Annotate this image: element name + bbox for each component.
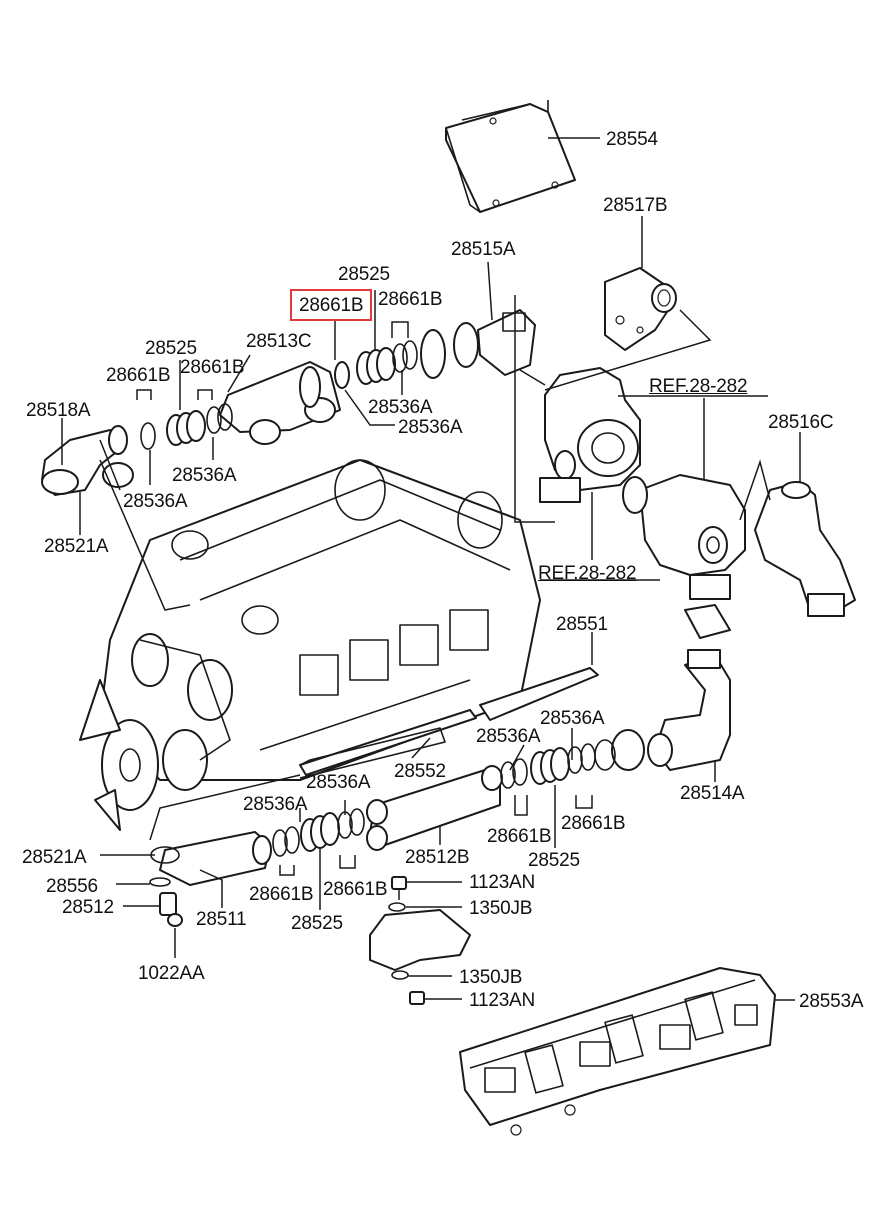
label-28536A-top-b: 28536A [398, 417, 463, 438]
label-28512: 28512 [62, 897, 114, 918]
label-1350JB-top: 1350JB [469, 898, 533, 919]
label-28661B-right-b: 28661B [561, 813, 626, 834]
label-ref-28-282-upper: REF.28-282 [649, 376, 748, 397]
turbocharger-lower [622, 474, 746, 639]
label-28536A-top-a: 28536A [368, 397, 433, 418]
label-28536A-mid-a: 28536A [306, 772, 371, 793]
label-28536A-right-b: 28536A [476, 726, 541, 747]
small-hardware [149, 876, 425, 1005]
label-28661B-highlight: 28661B [299, 295, 364, 316]
exhaust-pipe-28511 [150, 808, 365, 886]
elbow-28518A [41, 425, 134, 496]
label-28525-bottom: 28525 [291, 913, 343, 934]
label-28661B-right-a: 28661B [487, 826, 552, 847]
label-1022AA: 1022AA [138, 963, 205, 984]
flange-28515A [420, 309, 536, 379]
label-28525-top: 28525 [338, 264, 390, 285]
label-28536A-right-a: 28536A [540, 708, 605, 729]
label-28518A: 28518A [26, 400, 91, 421]
turbocharger-upper [539, 367, 641, 503]
label-28554: 28554 [606, 129, 658, 150]
label-28521A-bottom: 28521A [22, 847, 87, 868]
heat-shields-28551-28552 [299, 667, 599, 779]
label-28661B-bottom-b: 28661B [323, 879, 388, 900]
elbow-28516C [754, 481, 856, 617]
label-28515A: 28515A [451, 239, 516, 260]
gasket-rings-middle [500, 743, 596, 789]
label-28511: 28511 [196, 909, 247, 930]
label-28512B: 28512B [405, 847, 470, 868]
label-28661B-top-right: 28661B [378, 289, 443, 310]
gasket-rings-upper-left [140, 340, 418, 450]
label-28521A-top: 28521A [44, 536, 109, 557]
label-1123AN-top: 1123AN [469, 872, 536, 893]
bracket-center [369, 909, 471, 971]
label-28525-left: 28525 [145, 338, 197, 359]
label-28514A: 28514A [680, 783, 745, 804]
label-28525-right: 28525 [528, 850, 580, 871]
label-28536A-left-a: 28536A [172, 465, 237, 486]
label-1350JB-bottom: 1350JB [459, 967, 523, 988]
label-28661B-left-a: 28661B [106, 365, 171, 386]
label-28551: 28551 [556, 614, 608, 635]
label-28516C: 28516C [768, 412, 834, 433]
label-28556: 28556 [46, 876, 98, 897]
exhaust-pipe-28512B [366, 765, 503, 851]
label-28553A: 28553A [799, 991, 864, 1012]
heat-shield-28553A [459, 967, 776, 1136]
highlight-box [290, 289, 372, 321]
bracket-28517B [604, 267, 677, 351]
label-28661B-bottom-a: 28661B [249, 884, 314, 905]
label-1123AN-bottom: 1123AN [469, 990, 536, 1011]
engine-block [79, 459, 541, 831]
label-28536A-mid-b: 28536A [243, 794, 308, 815]
label-28661B-left-b: 28661B [180, 357, 245, 378]
label-28552: 28552 [394, 761, 446, 782]
label-28536A-left-b: 28536A [123, 491, 188, 512]
label-ref-28-282-lower: REF.28-282 [538, 563, 637, 584]
heat-shield-28554 [445, 100, 576, 213]
manifold-28514A [594, 649, 731, 771]
exhaust-pipe-28513C [219, 361, 341, 445]
leader-lines [61, 137, 801, 1001]
label-28517B: 28517B [603, 195, 668, 216]
label-28513C: 28513C [246, 331, 312, 352]
